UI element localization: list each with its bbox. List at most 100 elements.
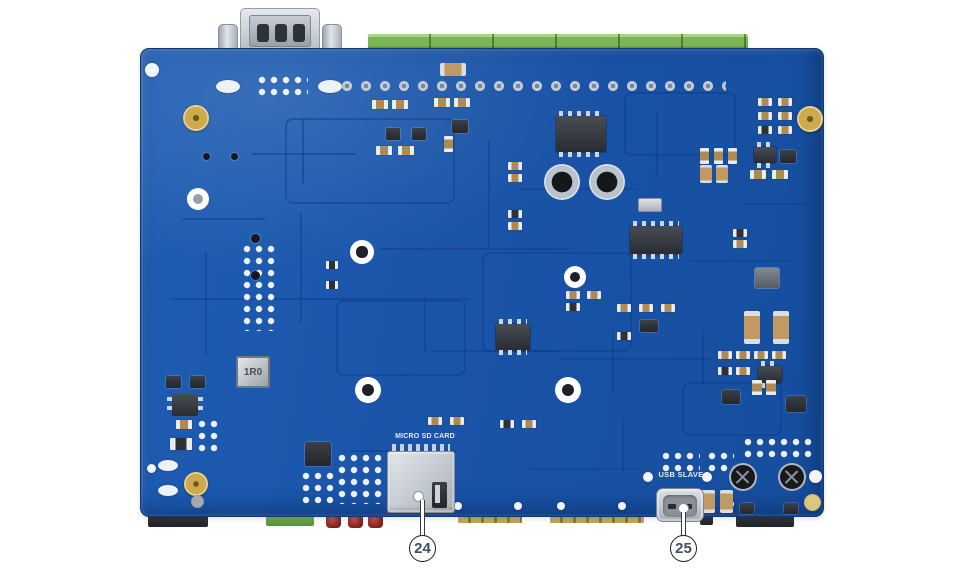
- capacitor: [348, 514, 363, 528]
- smd-resistor: [508, 174, 522, 182]
- ic-chip: [556, 111, 606, 157]
- smd-resistor: [639, 304, 653, 312]
- mounting-hole: [187, 188, 209, 210]
- via: [203, 153, 210, 160]
- pcb-trace-outline: [682, 382, 782, 436]
- solder-pad: [809, 470, 822, 483]
- smd-component: [190, 376, 205, 388]
- smd-resistor: [398, 146, 414, 155]
- pcb-trace: [488, 140, 490, 248]
- solder-pad-oval: [158, 485, 178, 496]
- solder-pad: [702, 472, 712, 482]
- callout-24: 24: [409, 535, 436, 562]
- smd-resistor: [778, 98, 792, 106]
- pcb-trace: [424, 298, 426, 352]
- pad-grid: [742, 436, 814, 460]
- pad-grid: [196, 418, 220, 456]
- inductor-marking: 1R0: [243, 366, 263, 378]
- pcb-trace-outline: [336, 300, 466, 376]
- smd-resistor: [736, 351, 750, 359]
- ic-chip: [496, 319, 530, 355]
- smd-resistor: [772, 170, 788, 179]
- pcb-trace: [656, 112, 658, 178]
- connector-edge: [550, 513, 644, 523]
- pcb-trace: [182, 218, 266, 220]
- terminal-block-connector: [368, 34, 748, 52]
- screw: [191, 495, 204, 508]
- gold-standoff: [797, 106, 823, 132]
- db9-connector-shell: [249, 15, 311, 47]
- mounting-hole: [355, 377, 381, 403]
- metal-eyelet-hole: [546, 166, 578, 198]
- smd-resistor: [450, 417, 464, 425]
- solder-pad-oval: [318, 80, 342, 93]
- solder-pad-oval: [216, 80, 240, 93]
- smd-resistor: [170, 438, 192, 450]
- smd-component: [452, 120, 468, 133]
- pcb-trace: [702, 330, 704, 386]
- smd-resistor: [326, 281, 338, 289]
- smd-resistor: [754, 351, 768, 359]
- smd-resistor: [733, 229, 747, 237]
- smd-resistor: [758, 98, 772, 106]
- pcb-trace-outline: [285, 118, 455, 204]
- smd-resistor: [718, 351, 732, 359]
- smd-resistor: [728, 148, 737, 164]
- screw: [731, 465, 755, 489]
- solder-pad: [514, 502, 522, 510]
- smd-resistor: [714, 148, 723, 164]
- smd-resistor: [718, 367, 732, 375]
- smd-resistor: [444, 136, 453, 152]
- pad-grid: [336, 452, 386, 504]
- pcb-trace: [380, 248, 570, 250]
- capacitor: [368, 514, 383, 528]
- ic-chip: [167, 394, 203, 416]
- smd-component: [412, 128, 426, 140]
- smd-resistor: [372, 100, 388, 109]
- pcb-trace: [302, 118, 304, 184]
- smd-capacitor: [773, 311, 789, 344]
- solder-pad: [454, 502, 462, 510]
- connector-edge: [458, 513, 522, 523]
- smd-resistor: [617, 332, 631, 340]
- smd-resistor: [617, 304, 631, 312]
- smd-component: [780, 150, 796, 163]
- smd-resistor: [587, 291, 601, 299]
- pad-grid: [241, 243, 279, 331]
- smd-component: [740, 503, 754, 514]
- solder-pad-oval: [158, 460, 178, 471]
- smd-resistor: [758, 126, 772, 134]
- leader-dot-24: [413, 491, 424, 502]
- smd-resistor: [500, 420, 514, 428]
- smd-capacitor: [720, 490, 733, 513]
- db9-pin-hole: [275, 24, 287, 42]
- smd-resistor: [522, 420, 536, 428]
- smd-resistor: [772, 351, 786, 359]
- power-inductor: 1R0: [236, 356, 270, 388]
- ic-chip: [630, 221, 682, 259]
- smd-capacitor: [744, 311, 760, 344]
- pcb-trace: [560, 358, 710, 360]
- smd-capacitor: [700, 165, 712, 183]
- smd-resistor: [454, 98, 470, 107]
- smd-resistor: [392, 100, 408, 109]
- smd-resistor: [778, 112, 792, 120]
- smd-resistor: [566, 303, 580, 311]
- smd-resistor: [326, 261, 338, 269]
- screw: [780, 465, 804, 489]
- pcb-trace: [300, 213, 302, 323]
- pcb-trace-outline: [624, 92, 736, 156]
- smd-resistor: [428, 417, 442, 425]
- usb-c-contact: [668, 504, 676, 509]
- smd-resistor: [733, 240, 747, 248]
- callout-24-number: 24: [414, 540, 431, 557]
- ic-chip: [754, 142, 776, 168]
- mounting-hole: [555, 377, 581, 403]
- solder-pad: [618, 502, 626, 510]
- pcb-trace: [744, 203, 808, 205]
- pcb-trace: [170, 298, 470, 300]
- smd-capacitor: [716, 165, 728, 183]
- gold-pad: [804, 494, 821, 511]
- smd-resistor: [566, 291, 580, 299]
- micro-sd-slot-pins: [392, 444, 450, 452]
